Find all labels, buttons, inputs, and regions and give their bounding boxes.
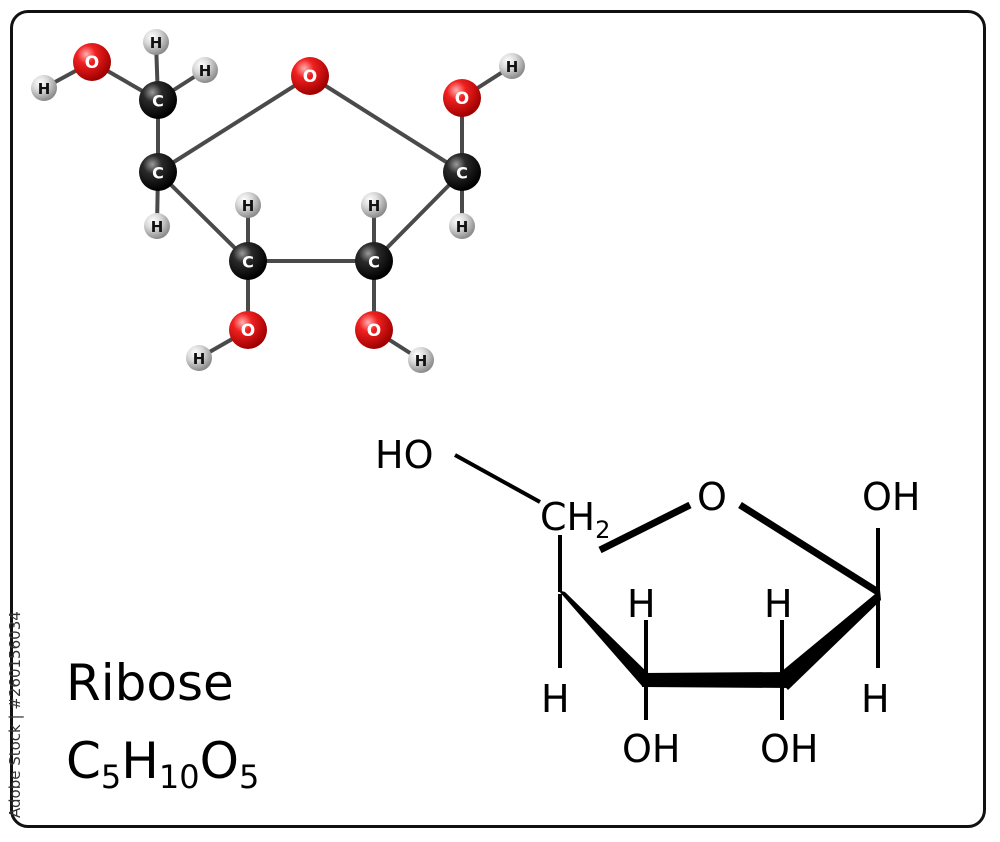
- wedge-bond-front: [642, 672, 790, 688]
- molecule-name: Ribose: [66, 654, 234, 712]
- oh-label-right: OH: [862, 475, 920, 519]
- ball-and-stick-model: H H H H H H H H H H O O O O O C C C C C: [31, 29, 525, 373]
- svg-text:C: C: [242, 253, 254, 272]
- bond-ho-ch2: [454, 453, 541, 504]
- hydrogen-atom: H: [144, 213, 170, 239]
- hydrogen-atom: H: [408, 347, 434, 373]
- hydrogen-atom: H: [186, 345, 212, 371]
- oxygen-atom-ring: O: [291, 57, 329, 95]
- svg-text:H: H: [506, 58, 519, 76]
- svg-text:O: O: [303, 67, 317, 87]
- haworth-projection: HO CH2 O OH H H H H OH OH: [375, 433, 920, 771]
- h-label-right: H: [861, 677, 890, 721]
- oxygen-atom: O: [73, 43, 111, 81]
- carbon-atom: C: [139, 81, 177, 119]
- hydrogen-atom: H: [499, 53, 525, 79]
- svg-text:H: H: [456, 218, 469, 236]
- h-label-mid-right: H: [764, 582, 793, 626]
- svg-text:H: H: [151, 218, 164, 236]
- oh-label-bottom-right: OH: [760, 727, 818, 771]
- hydrogen-atom: H: [361, 192, 387, 218]
- svg-text:H: H: [415, 352, 428, 370]
- svg-text:C: C: [456, 164, 468, 183]
- oxygen-atom: O: [443, 79, 481, 117]
- oxygen-atom: O: [229, 311, 267, 349]
- svg-text:H: H: [242, 197, 255, 215]
- svg-text:C: C: [152, 92, 164, 111]
- stock-id-watermark: Adobe Stock | #260156034: [6, 611, 24, 818]
- carbon-atoms: C C C C C: [139, 81, 481, 280]
- hydrogen-atom: H: [31, 75, 57, 101]
- ring-oxygen-label: O: [697, 475, 727, 519]
- bond-c-c: [156, 170, 250, 263]
- svg-text:H: H: [150, 34, 163, 52]
- svg-text:H: H: [193, 350, 206, 368]
- wedge-bond-right: [776, 590, 881, 690]
- svg-text:H: H: [199, 62, 212, 80]
- svg-text:C: C: [152, 164, 164, 183]
- hydrogen-atoms: H H H H H H H H H H: [31, 29, 525, 373]
- molecular-formula: C5H10O5: [66, 732, 259, 796]
- bond-o-c-ring: [308, 74, 464, 174]
- oxygen-atom: O: [355, 311, 393, 349]
- svg-text:O: O: [455, 89, 469, 109]
- wedge-bond-left: [558, 590, 650, 686]
- svg-text:H: H: [368, 197, 381, 215]
- carbon-atom: C: [229, 242, 267, 280]
- hydrogen-atom: H: [449, 213, 475, 239]
- svg-text:H: H: [38, 80, 51, 98]
- svg-text:C: C: [368, 253, 380, 272]
- carbon-atom: C: [355, 242, 393, 280]
- bond-o-c1: [738, 502, 880, 595]
- h-label-left: H: [541, 677, 570, 721]
- carbon-atom: C: [443, 153, 481, 191]
- carbon-atom: C: [139, 153, 177, 191]
- hydrogen-atom: H: [143, 29, 169, 55]
- ch2-label: CH2: [540, 495, 610, 544]
- oh-label-bottom-left: OH: [622, 727, 680, 771]
- haworth-bonds: [454, 453, 880, 720]
- hydrogen-atom: H: [235, 192, 261, 218]
- svg-text:O: O: [241, 321, 255, 341]
- hydrogen-atom: H: [192, 57, 218, 83]
- h-label-mid-left: H: [627, 582, 656, 626]
- ho-label-top: HO: [375, 433, 433, 477]
- svg-text:O: O: [367, 321, 381, 341]
- bonds: [43, 41, 514, 362]
- frame-border: [10, 10, 986, 828]
- bond-c4-o: [598, 501, 692, 554]
- bond-c-o-ring: [156, 74, 312, 174]
- oxygen-atoms: O O O O O: [73, 43, 481, 349]
- svg-text:O: O: [85, 53, 99, 73]
- bond-c-c: [372, 170, 464, 263]
